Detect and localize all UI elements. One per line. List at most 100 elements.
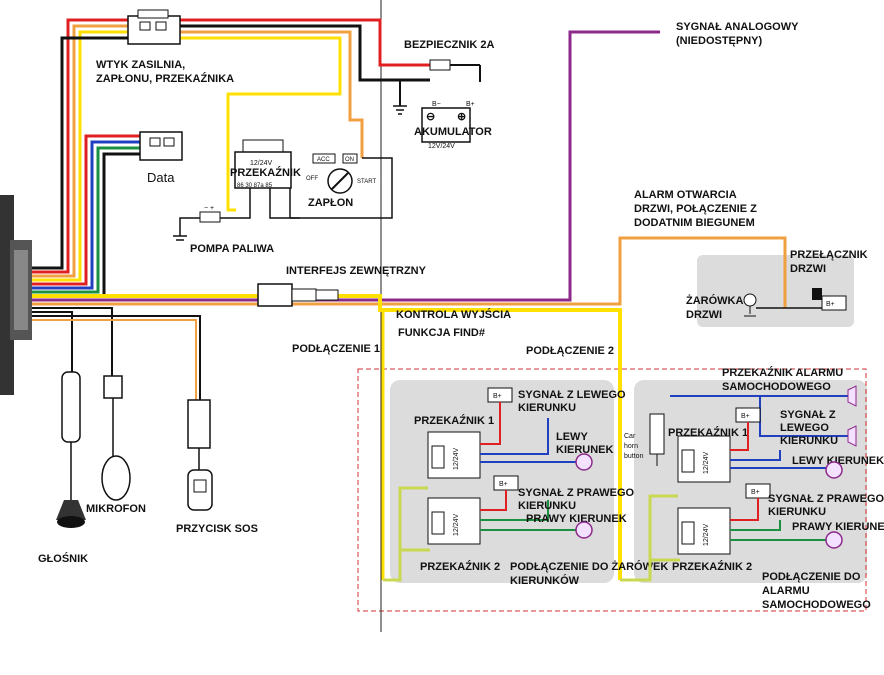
battery-minus-label: B− [432, 101, 441, 108]
svg-text:− +: − + [204, 205, 214, 212]
conn2-green-1 [730, 520, 840, 541]
external-interface-wire-yellow2 [380, 308, 385, 580]
sos-button-label: PRZYCISK SOS [176, 523, 258, 535]
relay-pins: 86 30 87a 85 [237, 183, 273, 189]
conn1-bulb-conn-1: PODŁĄCZENIE DO ŻARÓWEK [510, 560, 668, 573]
conn1-relay1 [427, 431, 481, 479]
power-plug-label-2: ZAPŁONU, PRZEKAŹNIKA [96, 72, 234, 85]
acc-label: ACC [317, 157, 330, 163]
conn2-right-signal-1: SYGNAŁ Z PRAWEGO [768, 493, 884, 505]
door-switch-b-plus: B+ [826, 301, 835, 308]
conn2-right-signal-2: KIERUNKU [768, 506, 826, 518]
car-horn-label-2: horn [624, 443, 638, 450]
conn2-alarm-conn-1: PODŁĄCZENIE DO [762, 571, 861, 583]
conn2-bplus-2-text: B+ [751, 489, 760, 496]
conn2-left-signal-3: KIERUNKU [780, 435, 838, 447]
conn2-left-turn: LEWY KIERUNEK [792, 455, 884, 467]
on-label: ON [345, 157, 354, 163]
battery-label: AKUMULATOR [414, 126, 492, 138]
fuse-icon [429, 59, 481, 82]
horn-icon-2 [847, 425, 857, 447]
conn1-right-signal-2: KIERUNKU [518, 500, 576, 512]
conn1-blue-1 [480, 418, 549, 455]
door-alarm-wire [32, 236, 787, 308]
conn1-bplus-1-text: B+ [493, 393, 502, 400]
conn1-relay2 [427, 497, 481, 545]
power-plug-connector [127, 9, 181, 45]
car-horn-label-1: Car [624, 433, 636, 440]
conn1-right-turn: PRAWY KIERUNEK [526, 513, 627, 525]
ignition-wire [290, 157, 393, 219]
conn2-relay2 [677, 507, 731, 555]
conn1-right-signal-1: SYGNAŁ Z PRAWEGO [518, 487, 635, 499]
speaker-label: GŁOŚNIK [38, 552, 88, 565]
conn2-left-signal-2: LEWEGO [780, 422, 829, 434]
door-alarm-label-1: ALARM OTWARCIA [634, 189, 737, 201]
conn1-left-turn-2: KIERUNEK [556, 444, 614, 456]
conn2-relay2-voltage: 12/24V [703, 523, 710, 546]
battery-voltage: 12V/24V [428, 143, 455, 150]
conn1-relay1-label: PRZEKAŹNIK 1 [414, 414, 494, 427]
conn1-green-1 [480, 500, 549, 521]
door-panel [697, 255, 854, 327]
door-alarm-label-2: DRZWI, POŁĄCZENIE Z [634, 203, 757, 215]
fuel-pump-icon: − + [199, 205, 221, 223]
output-control-label: KONTROLA WYJŚCIA [396, 308, 511, 321]
external-interface-label: INTERFEJS ZEWNĘTRZNY [286, 265, 427, 277]
conn1-bplus-2-text: B+ [499, 481, 508, 488]
conn1-left-signal-1: SYGNAŁ Z LEWEGO [518, 389, 626, 401]
relay-box [234, 139, 292, 189]
car-horn-button-icon[interactable] [649, 413, 665, 466]
door-alarm-label-3: DODATNIM BIEGUNEM [634, 217, 755, 229]
svg-text:⊕: ⊕ [457, 111, 466, 123]
pump-ground-icon [173, 235, 187, 241]
car-horn-label-3: button [624, 453, 644, 460]
sos-wire [32, 315, 201, 400]
conn1-red-1 [480, 402, 501, 445]
connection1-label: PODŁĄCZENIE 1 [292, 343, 380, 355]
conn2-right-turn: PRAWY KIERUNEK [792, 521, 884, 533]
fuse-label: BEZPIECZNIK 2A [404, 39, 495, 51]
horn-icon-1 [847, 385, 857, 407]
ground-icon [393, 105, 407, 115]
power-plug-label-1: WTYK ZASILNIA, [96, 59, 185, 71]
mic-wire [32, 307, 113, 376]
sos-button-icon[interactable] [187, 399, 213, 511]
relay-label: PRZEKAŹNIK [230, 166, 301, 179]
conn1-lime-wire [383, 486, 430, 582]
conn2-relay1-voltage: 12/24V [703, 451, 710, 474]
tracker-device [0, 195, 32, 395]
fuel-pump-label: POMPA PALIWA [190, 243, 274, 255]
connection2-label: PODŁĄCZENIE 2 [526, 345, 614, 357]
relay-voltage: 12/24V [250, 160, 273, 167]
door-switch-icon [785, 288, 847, 311]
conn1-bulb-conn-2: KIERUNKÓW [510, 574, 580, 587]
door-bulb-label-1: ŻARÓWKA [686, 294, 743, 307]
relay-wires [210, 188, 300, 219]
conn1-relay2-label: PRZEKAŹNIK 2 [420, 560, 500, 573]
find-function-label: FUNKCJA FIND# [398, 327, 485, 339]
battery-icon: ⊖ ⊕ [421, 107, 471, 143]
data-label: Data [147, 170, 175, 185]
car-alarm-relay-1: PRZEKAŹNIK ALARMU [722, 366, 843, 379]
battery-plus-label: B+ [466, 101, 475, 108]
analog-signal-label-2: (NIEDOSTĘPNY) [676, 35, 763, 47]
conn2-relay1-label: PRZEKAŹNIK 1 [668, 426, 748, 439]
start-label: START [357, 179, 376, 185]
conn1-relay2-voltage: 12/24V [453, 513, 460, 536]
battery-ground-wire [399, 79, 430, 106]
conn2-relay2-label: PRZEKAŹNIK 2 [672, 560, 752, 573]
conn2-red-2 [730, 498, 759, 521]
off-label: OFF [306, 176, 318, 182]
sos-wire-orange [32, 319, 197, 400]
conn2-relay1 [677, 435, 731, 483]
conn2-alarm-conn-3: SAMOCHODOWEGO [762, 599, 871, 611]
conn2-bplus-1-text: B+ [741, 413, 750, 420]
speaker-icon [56, 371, 86, 528]
conn1-left-bulb-icon [575, 453, 593, 471]
external-interface-connector [257, 283, 339, 307]
door-bulb-label-2: DRZWI [686, 309, 722, 321]
power-harness [32, 18, 430, 282]
conn2-blue-1 [730, 450, 840, 469]
